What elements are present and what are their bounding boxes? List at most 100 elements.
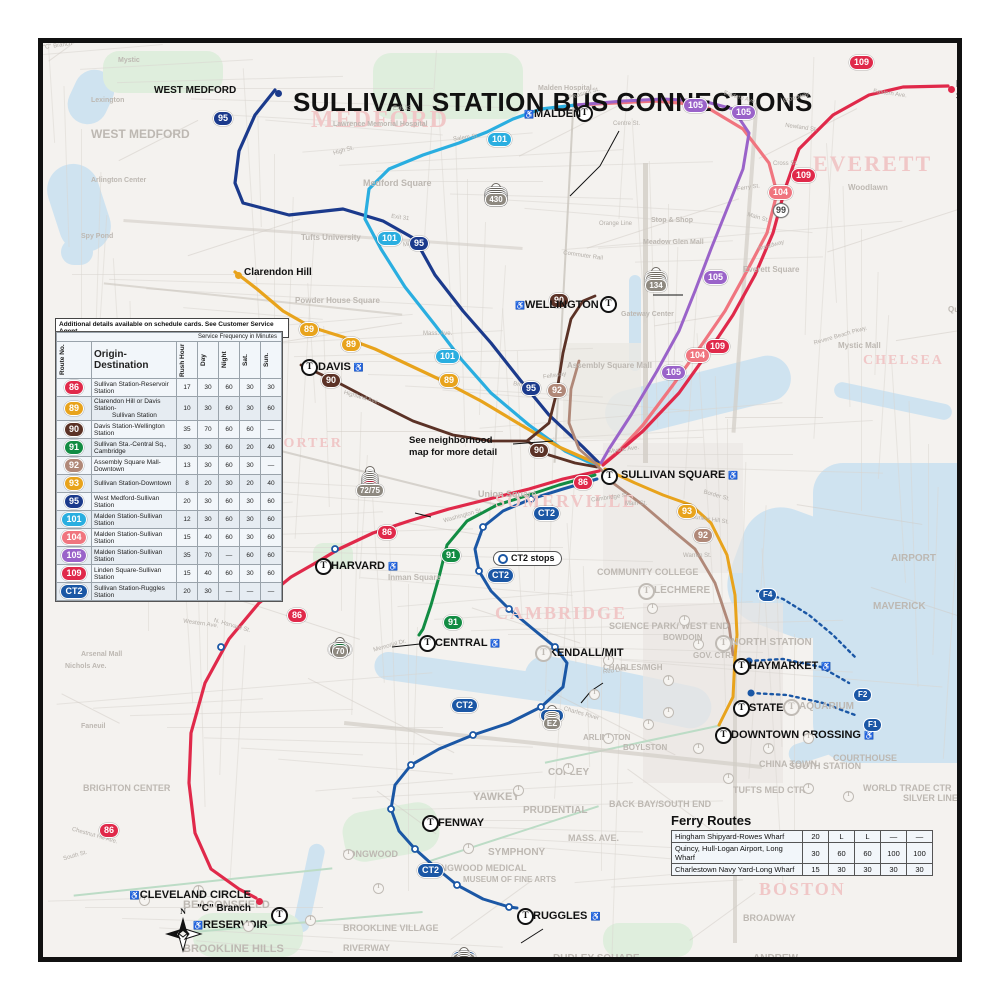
cluster-bullet-134[interactable]: 134 bbox=[645, 279, 667, 292]
bullet-109-broadway[interactable]: 109 bbox=[791, 168, 817, 183]
schedule-bullet-89[interactable]: 89 bbox=[63, 401, 84, 416]
station-reservoir-marker[interactable]: T bbox=[271, 907, 288, 924]
bullet-ct2-union[interactable]: CT2 bbox=[533, 506, 561, 521]
bullet-109-eastern[interactable]: 109 bbox=[849, 55, 875, 70]
bullet-101-mid[interactable]: 101 bbox=[377, 231, 403, 246]
ghost-station-marker[interactable]: T bbox=[343, 849, 354, 860]
station-harvard-marker[interactable]: T bbox=[315, 558, 332, 575]
station-state-marker[interactable]: T bbox=[733, 700, 750, 717]
schedule-bullet-91[interactable]: 91 bbox=[63, 440, 84, 455]
terminal-clarendon-hill-dot[interactable] bbox=[235, 272, 242, 279]
schedule-bullet-93[interactable]: 93 bbox=[63, 476, 84, 491]
bullet-91-mid[interactable]: 91 bbox=[441, 548, 462, 563]
ghost-station-marker[interactable]: T bbox=[715, 635, 732, 652]
ghost-station-marker[interactable]: T bbox=[243, 921, 254, 932]
bullet-90-lower[interactable]: 90 bbox=[529, 443, 550, 458]
bullet-95-mid[interactable]: 95 bbox=[409, 236, 430, 251]
ghost-station-marker[interactable]: T bbox=[647, 603, 658, 614]
schedule-bullet-86[interactable]: 86 bbox=[63, 380, 84, 395]
station-wellington-marker[interactable]: T bbox=[600, 296, 617, 313]
schedule-bullet-95[interactable]: 95 bbox=[63, 494, 84, 509]
bullet-92-mid[interactable]: 92 bbox=[547, 383, 568, 398]
ghost-station-marker[interactable]: T bbox=[803, 733, 814, 744]
bullet-ct2-kendall[interactable]: CT2 bbox=[451, 698, 479, 713]
bullet-95-lower[interactable]: 95 bbox=[521, 381, 542, 396]
bullet-109-lower[interactable]: 109 bbox=[705, 339, 731, 354]
terminal-cleveland-circle-dot[interactable] bbox=[256, 898, 263, 905]
ghost-station-marker[interactable]: T bbox=[603, 655, 614, 666]
schedule-bullet-92[interactable]: 92 bbox=[63, 458, 84, 473]
bullet-92-sullivan[interactable]: 92 bbox=[693, 528, 714, 543]
ghost-station-marker[interactable]: T bbox=[463, 843, 474, 854]
schedule-bullet-109[interactable]: 109 bbox=[61, 566, 87, 581]
ghost-station-marker[interactable]: T bbox=[763, 743, 774, 754]
bullet-89-b[interactable]: 89 bbox=[341, 337, 362, 352]
ghost-station-marker[interactable]: T bbox=[563, 763, 574, 774]
ghost-station-marker[interactable]: T bbox=[803, 783, 814, 794]
ghost-station-marker[interactable]: T bbox=[643, 719, 654, 730]
cluster-bullet-70[interactable]: 70 bbox=[331, 645, 349, 658]
station-fenway-marker[interactable]: T bbox=[422, 815, 439, 832]
bullet-104-lower[interactable]: 104 bbox=[685, 348, 711, 363]
ghost-station-marker[interactable]: T bbox=[373, 883, 384, 894]
ghost-station-marker[interactable]: T bbox=[589, 689, 600, 700]
ferry-route-label-F4[interactable]: F4 bbox=[758, 588, 778, 602]
bullet-90-mid[interactable]: 90 bbox=[549, 293, 570, 308]
station-central-marker[interactable]: T bbox=[419, 635, 436, 652]
station-marker-kendall-mit[interactable]: T bbox=[535, 645, 552, 662]
terminal-linden-square-dot[interactable] bbox=[948, 86, 955, 93]
schedule-bullet-104[interactable]: 104 bbox=[61, 530, 87, 545]
ghost-station-marker[interactable]: T bbox=[693, 639, 704, 650]
bullet-ct2-mid[interactable]: CT2 bbox=[487, 568, 515, 583]
bullet-104-broadway[interactable]: 104 bbox=[768, 185, 794, 200]
bullet-89-lower[interactable]: 89 bbox=[439, 373, 460, 388]
ghost-station-marker[interactable]: T bbox=[513, 785, 524, 796]
ghost-station-marker[interactable]: T bbox=[723, 773, 734, 784]
terminal-west-medford-dot[interactable] bbox=[275, 90, 282, 97]
station-haymarket-marker[interactable]: T bbox=[733, 658, 750, 675]
station-downtown-crossing-marker[interactable]: T bbox=[715, 727, 732, 744]
station-ruggles-marker[interactable]: T bbox=[517, 908, 534, 925]
bullet-101-lower[interactable]: 101 bbox=[435, 349, 461, 364]
bullet-101-medfordsq[interactable]: 101 bbox=[487, 132, 513, 147]
cluster-bullet-72-75[interactable]: 72/75 bbox=[355, 484, 385, 497]
bullet-89-powder[interactable]: 89 bbox=[299, 322, 320, 337]
bullet-105-everett[interactable]: 105 bbox=[703, 270, 729, 285]
schedule-bullet-90[interactable]: 90 bbox=[63, 422, 84, 437]
bullet-86-sullivan[interactable]: 86 bbox=[573, 475, 594, 490]
ghost-station-marker[interactable]: T bbox=[783, 699, 800, 716]
station-malden-marker[interactable]: T bbox=[576, 105, 593, 122]
station-davis-marker[interactable]: T bbox=[301, 359, 318, 376]
bullet-90-davis[interactable]: 90 bbox=[321, 373, 342, 388]
bullet-93-sullivan[interactable]: 93 bbox=[677, 504, 698, 519]
bullet-99-circle[interactable]: 99 bbox=[773, 203, 789, 218]
ghost-station-marker[interactable]: T bbox=[843, 791, 854, 802]
ghost-station-marker[interactable]: T bbox=[679, 615, 690, 626]
ghost-station-marker[interactable]: T bbox=[305, 915, 316, 926]
bullet-ct2-fenway[interactable]: CT2 bbox=[417, 863, 445, 878]
cluster-bullet-EZ[interactable]: EZ bbox=[542, 717, 562, 730]
bullet-86-union[interactable]: 86 bbox=[377, 525, 398, 540]
ferry-row-c5: 30 bbox=[906, 863, 933, 876]
bullet-95-westmedford[interactable]: 95 bbox=[213, 111, 234, 126]
schedule-bullet-CT2[interactable]: CT2 bbox=[60, 584, 88, 599]
ghost-station-marker[interactable]: T bbox=[693, 743, 704, 754]
ghost-station-marker[interactable]: T bbox=[638, 583, 655, 600]
ghost-station-marker[interactable]: T bbox=[663, 675, 674, 686]
ferry-route-label-F2[interactable]: F2 bbox=[853, 688, 873, 702]
bullet-91-central[interactable]: 91 bbox=[443, 615, 464, 630]
ghost-station-marker[interactable]: T bbox=[603, 733, 614, 744]
ferry-route-label-F1[interactable]: F1 bbox=[863, 718, 883, 732]
schedule-bullet-101[interactable]: 101 bbox=[61, 512, 87, 527]
ghost-station-marker[interactable]: T bbox=[663, 707, 674, 718]
cluster-bullet-430[interactable]: 430 bbox=[485, 193, 507, 206]
ghost-station-marker[interactable]: T bbox=[193, 885, 204, 896]
bullet-86-chestnut[interactable]: 86 bbox=[99, 823, 120, 838]
schedule-bullet-105[interactable]: 105 bbox=[61, 548, 87, 563]
ghost-station-marker[interactable]: T bbox=[139, 895, 150, 906]
station-sullivan-square-marker[interactable]: T bbox=[601, 468, 618, 485]
bullet-86-central[interactable]: 86 bbox=[287, 608, 308, 623]
bullet-105-malden[interactable]: 105 bbox=[683, 98, 709, 113]
bullet-105-cross[interactable]: 105 bbox=[731, 105, 757, 120]
bullet-105-lower[interactable]: 105 bbox=[661, 365, 687, 380]
